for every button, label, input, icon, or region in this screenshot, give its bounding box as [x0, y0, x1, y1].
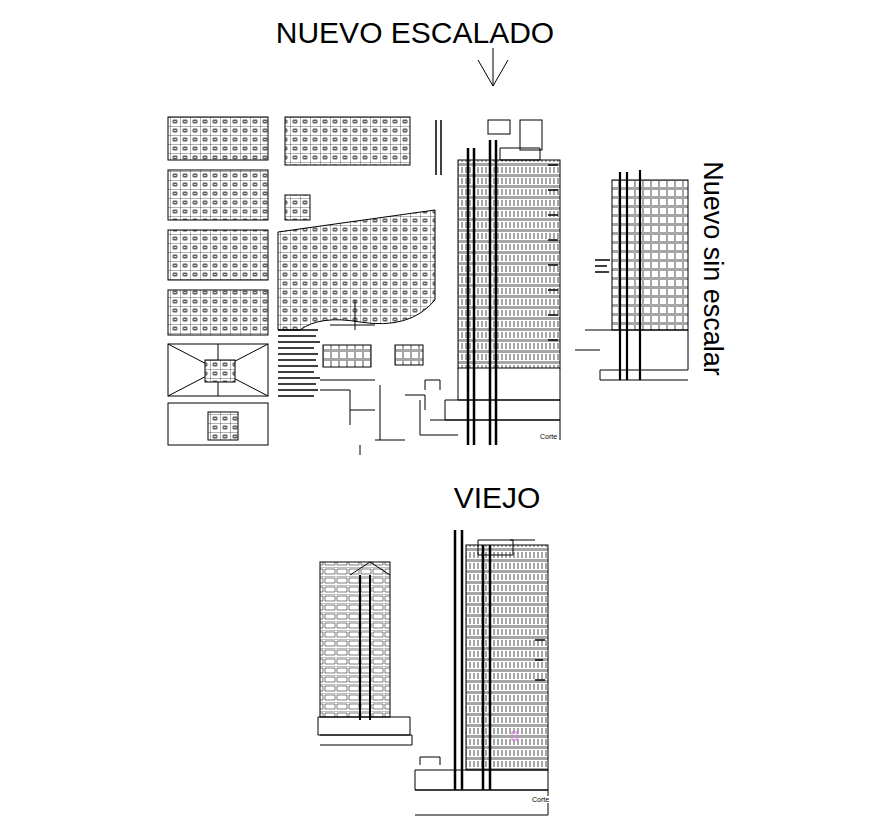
section-tag: Corte — [540, 433, 557, 440]
sheet-heading: NUEVO ESCALADO — [276, 18, 554, 48]
sheet-heading: VIEJO — [454, 483, 541, 513]
side-note: Nuevo sin escalar — [698, 161, 725, 376]
section-tag: Corte — [532, 796, 549, 803]
